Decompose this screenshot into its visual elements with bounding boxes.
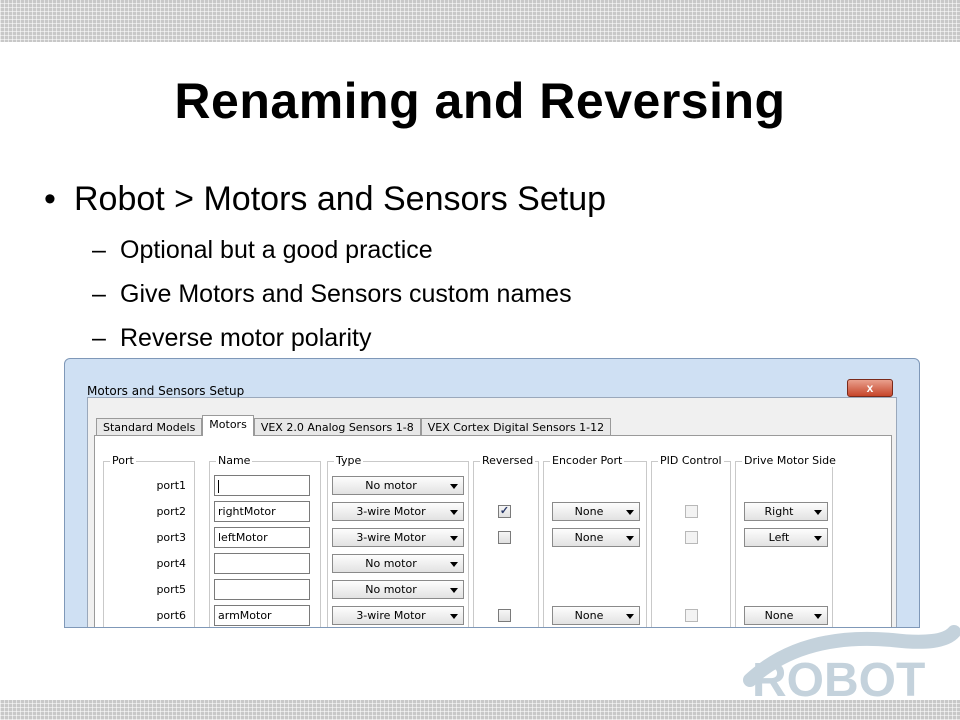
tab-analog-sensors[interactable]: VEX 2.0 Analog Sensors 1-8: [253, 418, 421, 436]
pid-control-checkbox: [685, 609, 698, 622]
drive-side-group-label: Drive Motor Side: [742, 454, 838, 467]
port-group: Port port1port2port3port4port5port6port7: [103, 454, 195, 627]
motor-type-dropdown[interactable]: No motor: [332, 476, 464, 495]
drive-motor-side-dropdown[interactable]: None: [744, 606, 828, 625]
reversed-checkbox[interactable]: ✓: [498, 505, 511, 518]
motor-name-input[interactable]: [214, 475, 310, 496]
sub-bullet-text: Give Motors and Sensors custom names: [120, 280, 572, 308]
sub-bullet-text: Optional but a good practice: [120, 236, 433, 264]
type-group-label: Type: [334, 454, 364, 467]
reversed-checkbox[interactable]: [498, 531, 511, 544]
tab-standard-models[interactable]: Standard Models: [96, 418, 203, 436]
sub-bullet: –Reverse motor polarity: [92, 324, 371, 353]
dialog-title: Motors and Sensors Setup: [87, 384, 245, 398]
drive-motor-side-dropdown[interactable]: Right: [744, 502, 828, 521]
port-label: port5: [156, 583, 186, 596]
chevron-down-icon: [626, 510, 634, 515]
name-group-label: Name: [216, 454, 253, 467]
encoder-port-dropdown[interactable]: None: [552, 502, 640, 521]
motor-type-value: No motor: [365, 583, 417, 596]
encoder-port-dropdown[interactable]: None: [552, 528, 640, 547]
port-label: port1: [156, 479, 186, 492]
port-group-label: Port: [110, 454, 136, 467]
encoder-port-dropdown[interactable]: None: [552, 606, 640, 625]
bottom-decor-band: [0, 700, 960, 720]
chevron-down-icon: [450, 510, 458, 515]
chevron-down-icon: [450, 562, 458, 567]
motor-type-value: 3-wire Motor: [356, 531, 426, 544]
motor-name-input[interactable]: rightMotor: [214, 501, 310, 522]
chevron-down-icon: [814, 614, 822, 619]
motor-name-input[interactable]: leftMotor: [214, 527, 310, 548]
chevron-down-icon: [814, 536, 822, 541]
motor-type-dropdown[interactable]: No motor: [332, 554, 464, 573]
name-group: Name rightMotor leftMotor armMotor: [209, 454, 321, 627]
pid-control-checkbox: [685, 531, 698, 544]
chevron-down-icon: [450, 484, 458, 489]
tab-motors[interactable]: Motors: [202, 415, 254, 436]
encoder-port-value: None: [574, 505, 604, 518]
motor-type-dropdown[interactable]: 3-wire Motor: [332, 528, 464, 547]
close-button[interactable]: x: [847, 379, 893, 397]
tab-strip: Standard Models Motors VEX 2.0 Analog Se…: [96, 415, 612, 436]
drive-motor-side-dropdown[interactable]: Left: [744, 528, 828, 547]
text-caret: [218, 479, 219, 493]
top-decor-band: [0, 0, 960, 42]
port-label: port4: [156, 557, 186, 570]
tab-digital-sensors[interactable]: VEX Cortex Digital Sensors 1-12: [420, 418, 612, 436]
logo-text: ROBOT: [752, 654, 925, 702]
main-bullet: • Robot > Motors and Sensors Setup: [44, 180, 606, 219]
dash-icon: –: [92, 236, 106, 264]
robot-logo: ROBOT: [743, 625, 960, 702]
port-label: port3: [156, 531, 186, 544]
chevron-down-icon: [450, 614, 458, 619]
port-label: port2: [156, 505, 186, 518]
motor-name-input[interactable]: [214, 579, 310, 600]
encoder-port-value: None: [574, 609, 604, 622]
chevron-down-icon: [626, 614, 634, 619]
drive-motor-side-value: Left: [768, 531, 790, 544]
motors-setup-dialog: Motors and Sensors Setup x Standard Mode…: [64, 358, 920, 628]
reversed-group-label: Reversed: [480, 454, 536, 467]
chevron-down-icon: [450, 536, 458, 541]
chevron-down-icon: [450, 588, 458, 593]
chevron-down-icon: [626, 536, 634, 541]
encoder-port-value: None: [574, 531, 604, 544]
sub-bullet: –Optional but a good practice: [92, 236, 433, 265]
dash-icon: –: [92, 280, 106, 308]
encoder-group-label: Encoder Port: [550, 454, 625, 467]
reversed-group: Reversed ✓: [473, 454, 539, 627]
chevron-down-icon: [814, 510, 822, 515]
motor-type-dropdown[interactable]: No motor: [332, 580, 464, 599]
drive-motor-side-value: None: [764, 609, 794, 622]
motor-type-value: 3-wire Motor: [356, 609, 426, 622]
port-label: port6: [156, 609, 186, 622]
motor-type-dropdown[interactable]: 3-wire Motor: [332, 502, 464, 521]
motor-name-input[interactable]: armMotor: [214, 605, 310, 626]
main-bullet-text: Robot > Motors and Sensors Setup: [74, 180, 607, 218]
dialog-client: Standard Models Motors VEX 2.0 Analog Se…: [87, 397, 897, 627]
pid-group: PID Control: [651, 454, 731, 627]
dash-icon: –: [92, 324, 106, 352]
motor-name-input[interactable]: [214, 553, 310, 574]
motor-type-value: No motor: [365, 557, 417, 570]
slide-title: Renaming and Reversing: [174, 73, 786, 129]
motor-type-value: No motor: [365, 479, 417, 492]
sub-bullet-text: Reverse motor polarity: [120, 324, 372, 352]
motor-type-value: 3-wire Motor: [356, 505, 426, 518]
motor-type-dropdown[interactable]: 3-wire Motor: [332, 606, 464, 625]
motors-tab-panel: Port port1port2port3port4port5port6port7…: [94, 435, 892, 627]
type-group: Type No motor 3-wire Motor 3-wire Motor No …: [327, 454, 469, 627]
reversed-checkbox[interactable]: [498, 609, 511, 622]
sub-bullet: –Give Motors and Sensors custom names: [92, 280, 572, 309]
bullet-icon: •: [44, 180, 56, 218]
pid-group-label: PID Control: [658, 454, 724, 467]
pid-control-checkbox: [685, 505, 698, 518]
drive-motor-side-value: Right: [764, 505, 794, 518]
